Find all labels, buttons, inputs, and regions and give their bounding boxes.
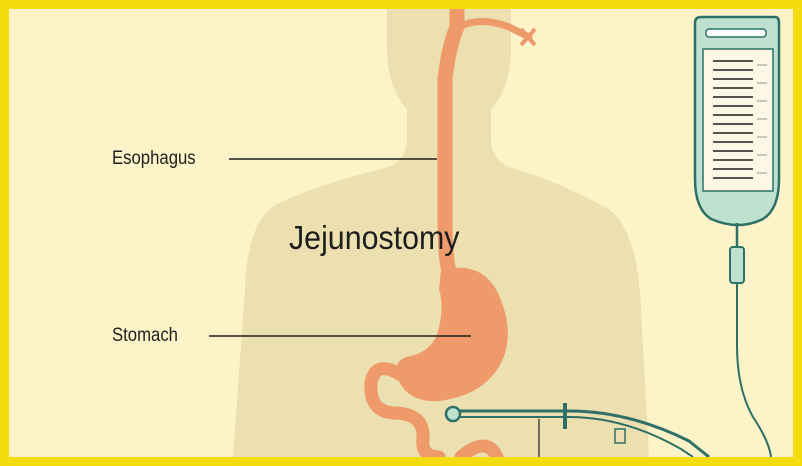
- feeding-bag-icon: [695, 17, 779, 457]
- stomach-label: Stomach: [112, 326, 178, 345]
- diagram-title: Jejunostomy: [289, 221, 459, 254]
- esophagus-label: Esophagus: [112, 149, 196, 168]
- diagram-panel: Esophagus Stomach Jejunostomy: [9, 9, 793, 457]
